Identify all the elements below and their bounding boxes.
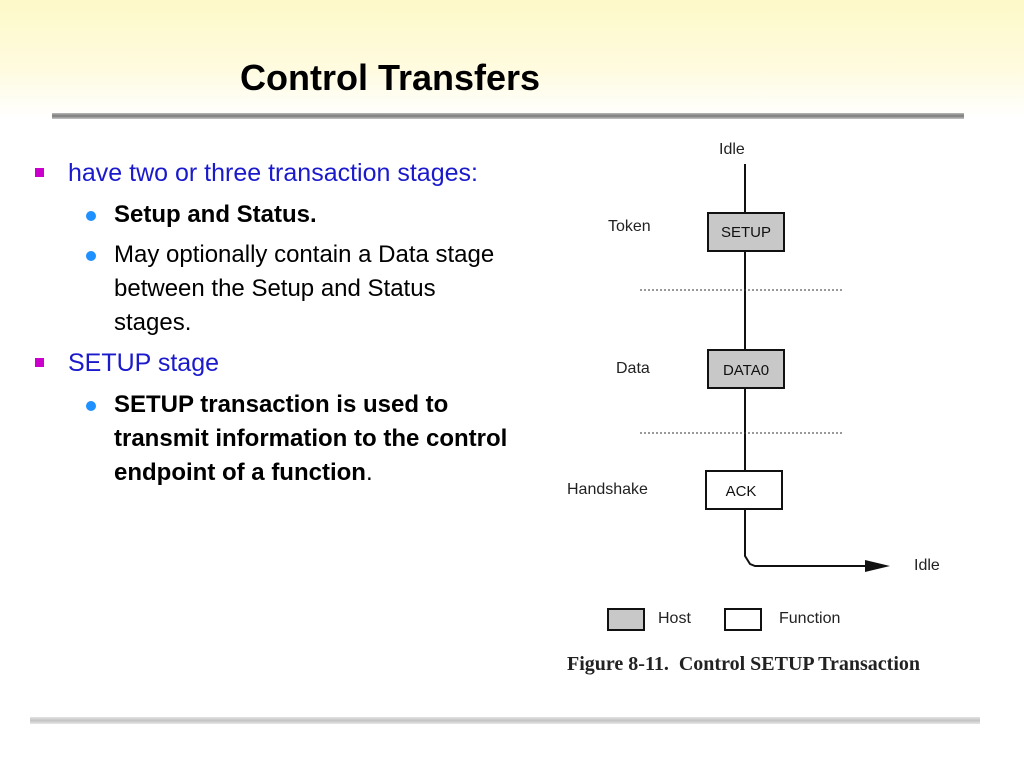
flow-line-bottom	[744, 550, 865, 567]
figure-caption: Figure 8-11. Control SETUP Transaction	[567, 653, 920, 675]
ack-packet-label: ACK	[726, 483, 757, 500]
control-setup-diagram: Idle Idle Token SETUP Data DATA0 Handsha…	[567, 141, 940, 675]
legend-host-label: Host	[658, 610, 691, 627]
setup-packet-label: SETUP	[721, 224, 771, 241]
stage-label-handshake: Handshake	[567, 481, 648, 498]
stage-label-data: Data	[616, 360, 650, 377]
legend-function-swatch	[724, 608, 762, 631]
arrow-right-icon	[865, 560, 890, 572]
bullet-level2: SETUP transaction is used to transmit in…	[30, 388, 514, 490]
legend-function-label: Function	[779, 610, 840, 627]
idle-top-label: Idle	[719, 141, 745, 158]
bullet-level1: SETUP stage	[30, 346, 550, 380]
bullet-list: have two or three transaction stages: Se…	[30, 156, 550, 496]
bullet-text-suffix: .	[365, 459, 373, 486]
setup-packet-box	[707, 212, 785, 252]
round-bullet-icon	[86, 401, 96, 411]
header-band	[0, 0, 1024, 118]
slide-title: Control Transfers	[240, 57, 541, 98]
idle-bottom-label: Idle	[914, 557, 940, 574]
footer-divider	[30, 717, 980, 724]
bullet-level1: have two or three transaction stages:	[30, 156, 550, 190]
data0-packet-label: DATA0	[723, 362, 769, 379]
bullet-text: SETUP stage	[68, 349, 220, 377]
bullet-text: May optionally contain a Data stage betw…	[114, 241, 495, 336]
bullet-text: have two or three transaction stages:	[68, 159, 478, 187]
title-divider	[52, 113, 964, 119]
round-bullet-icon	[86, 211, 96, 221]
bullet-text: SETUP transaction is used to transmit in…	[114, 391, 508, 486]
stage-label-token: Token	[608, 218, 651, 235]
legend-host-swatch	[607, 608, 645, 631]
bullet-level2: Setup and Status.	[30, 198, 514, 232]
square-bullet-icon	[35, 358, 44, 367]
bullet-level2: May optionally contain a Data stage betw…	[30, 238, 514, 340]
data0-packet-box	[707, 349, 785, 389]
round-bullet-icon	[86, 251, 96, 261]
ack-packet-box	[705, 470, 783, 510]
square-bullet-icon	[35, 168, 44, 177]
bullet-text: Setup and Status.	[114, 201, 317, 228]
